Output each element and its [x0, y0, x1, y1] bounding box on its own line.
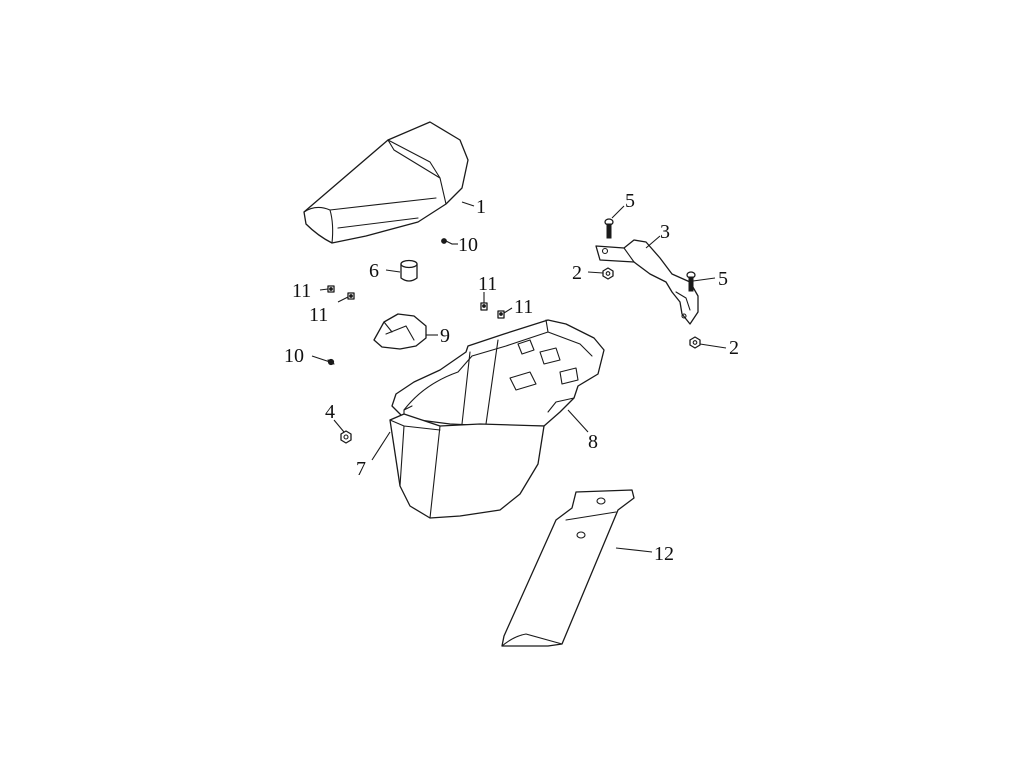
callout-labels: 1 10 6 11 11 11 11 9 10 4 7 8 5 3 2 5 2 … [284, 190, 739, 565]
bolt-right-part[interactable] [686, 271, 696, 292]
leader-4 [333, 419, 345, 433]
leader-5-right [692, 277, 716, 282]
callout-5-right: 5 [718, 268, 728, 290]
mud-flap-part[interactable] [501, 489, 635, 647]
callout-6: 6 [369, 260, 379, 282]
callout-9: 9 [440, 325, 450, 347]
screw-left-part[interactable] [327, 358, 335, 366]
lid-part[interactable] [373, 313, 427, 350]
clip-b-part[interactable] [347, 292, 355, 300]
callout-4: 4 [325, 401, 335, 423]
cap-part[interactable] [400, 259, 418, 282]
callout-2-upper: 2 [572, 262, 582, 284]
callout-2-lower: 2 [729, 337, 739, 359]
nut-upper-part[interactable] [602, 267, 614, 280]
screw-top-part[interactable] [441, 238, 453, 245]
callout-12: 12 [654, 543, 674, 565]
leader-6 [385, 269, 401, 273]
callout-8: 8 [588, 431, 598, 453]
callout-11-a: 11 [292, 280, 311, 302]
clip-c-part[interactable] [480, 302, 488, 311]
leader-10-left [311, 355, 331, 363]
clip-a-part[interactable] [327, 285, 335, 293]
bolt-upper-part[interactable] [604, 218, 614, 239]
callout-10-top: 10 [458, 234, 478, 256]
leader-12 [615, 547, 653, 553]
leader-8 [567, 409, 589, 433]
callout-11-b: 11 [309, 304, 328, 326]
callout-1: 1 [476, 196, 486, 218]
leader-3 [645, 235, 661, 249]
rear-panel-part[interactable] [389, 413, 545, 519]
nut-lower-part[interactable] [689, 336, 701, 349]
bracket-part[interactable] [595, 239, 699, 325]
callout-11-d: 11 [514, 296, 533, 318]
storage-box-part[interactable] [391, 319, 605, 427]
leader-2-lower [699, 343, 727, 349]
leader-7 [371, 431, 391, 461]
leader-5-upper [611, 205, 625, 219]
callout-7: 7 [356, 458, 366, 480]
callout-10-left: 10 [284, 345, 304, 367]
leader-lines [311, 201, 727, 553]
leader-2-upper [587, 271, 604, 274]
leader-11b [337, 296, 349, 303]
clip-d-part[interactable] [497, 310, 505, 319]
callout-11-c: 11 [478, 273, 497, 295]
seat-part[interactable] [303, 121, 469, 244]
callout-5-upper: 5 [625, 190, 635, 212]
leader-11a [319, 288, 329, 291]
callout-3: 3 [660, 221, 670, 243]
nut-left-part[interactable] [340, 430, 352, 444]
leader-1 [461, 201, 475, 207]
leader-11d [503, 307, 513, 314]
